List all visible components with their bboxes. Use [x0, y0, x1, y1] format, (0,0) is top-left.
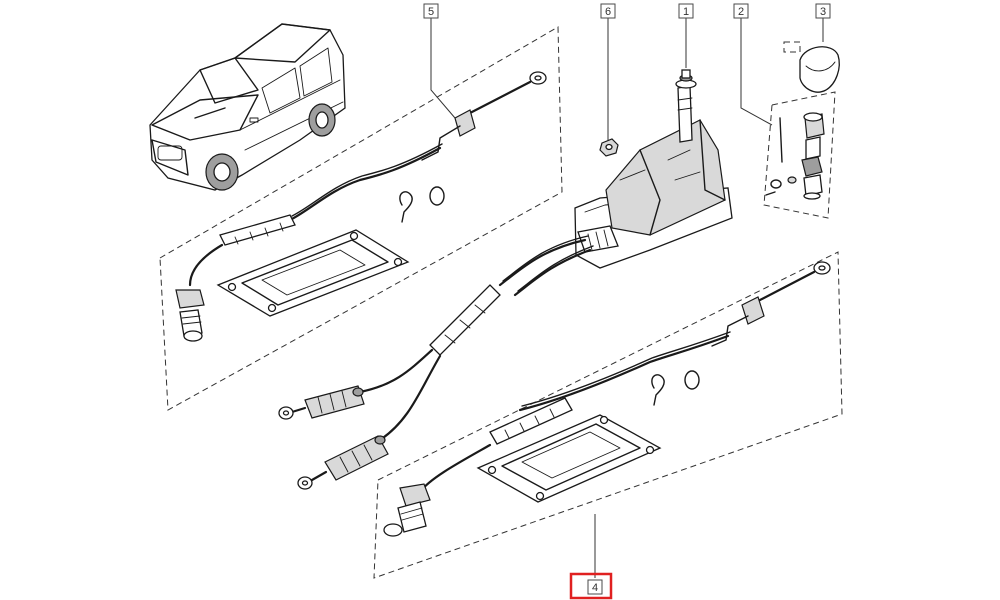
highlight-callout-4 — [569, 572, 613, 600]
callout-label-2: 2 — [738, 6, 744, 18]
assembly-frame-4 — [373, 251, 843, 579]
assembly-frame-5 — [159, 26, 563, 411]
callout-6[interactable]: 6 — [600, 3, 616, 19]
vehicle-illustration — [149, 23, 346, 191]
callout-label-4: 4 — [592, 582, 598, 594]
callout-label-5: 5 — [428, 6, 434, 18]
shift-cables-central — [278, 235, 594, 490]
callout-4[interactable]: 4 — [587, 579, 603, 595]
clip-and-ring-5 — [399, 186, 445, 223]
callout-label-1: 1 — [683, 6, 689, 18]
mounting-plate-4 — [476, 414, 662, 503]
callout-label-3: 3 — [820, 6, 826, 18]
callout-1[interactable]: 1 — [678, 3, 694, 19]
callout-5[interactable]: 5 — [423, 3, 439, 19]
cable-assembly-5 — [175, 71, 547, 342]
gear-shifter-housing — [574, 69, 733, 269]
kit-parts-2 — [765, 112, 825, 200]
callout-label-6: 6 — [605, 6, 611, 18]
nut-part-6 — [599, 138, 619, 157]
callout-2[interactable]: 2 — [733, 3, 749, 19]
callout-3[interactable]: 3 — [815, 3, 831, 19]
gear-knob-part-3 — [783, 41, 840, 93]
clip-and-ring-4 — [651, 370, 700, 406]
assembly-frame-2 — [763, 91, 836, 219]
leader-lines — [430, 18, 824, 578]
mounting-plate-5 — [216, 229, 410, 317]
cable-assembly-4 — [383, 261, 831, 537]
